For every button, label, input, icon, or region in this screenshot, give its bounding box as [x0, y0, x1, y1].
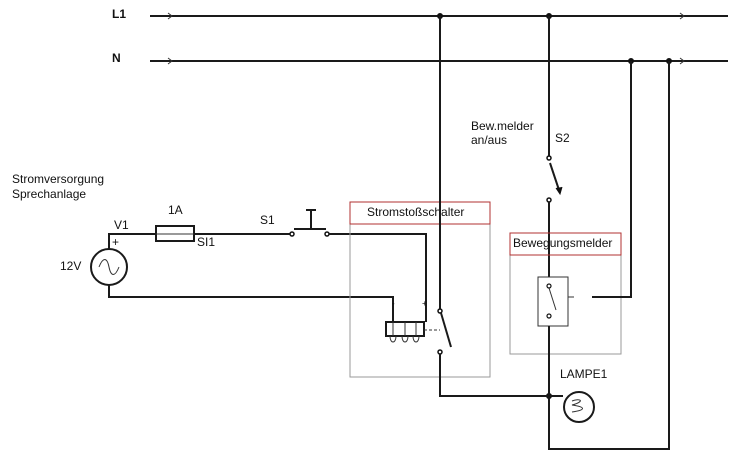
- n-label: N: [112, 51, 121, 65]
- ac-wave-icon: [98, 259, 120, 275]
- source-name: V1: [114, 218, 129, 232]
- wire-source-return: [108, 285, 394, 322]
- fuse-name: SI1: [197, 235, 215, 249]
- motion-switch-label-line1: Bew.melder: [471, 119, 534, 133]
- wire-lamp-to-n: [548, 61, 670, 450]
- junction-dots: [437, 13, 672, 399]
- s2-contact-top: [546, 155, 552, 161]
- wire-sensor-to-n: [592, 61, 632, 298]
- relay-coil-symbol: [385, 300, 427, 343]
- s1-contact-left: [289, 231, 295, 237]
- lamp-symbol: [563, 391, 595, 423]
- s2-arrow-icon: [555, 186, 563, 196]
- source-voltage: 12V: [60, 259, 81, 273]
- lamp-filament-icon: [571, 399, 583, 413]
- wire-relay-to-lamp: [439, 354, 549, 397]
- motion-switch-name: S2: [555, 131, 570, 145]
- impulse-relay-box: [349, 201, 491, 378]
- motion-sensor-header: [509, 232, 622, 256]
- relay-minus-label: -: [392, 299, 395, 308]
- supply-title-line2: Sprechanlage: [12, 187, 86, 201]
- lamp-name: LAMPE1: [560, 367, 608, 381]
- motion-sensor-title: Bewegungsmelder: [513, 236, 612, 250]
- s2-contact-bottom: [546, 197, 552, 203]
- supply-title-line1: Stromversorgung: [12, 172, 104, 186]
- wire-source-to-fuse: [108, 233, 156, 249]
- relay-contact-bottom: [437, 349, 443, 355]
- impulse-relay-title: Stromstoßschalter: [367, 205, 464, 219]
- bus-direction-ticks: [167, 12, 685, 65]
- l1-label: L1: [112, 7, 126, 21]
- relay-contact-top: [437, 308, 443, 314]
- fuse-rating: 1A: [168, 203, 183, 217]
- sensor-relay-symbol: [537, 276, 574, 327]
- impulse-relay-header: [349, 201, 491, 225]
- relay-contact-blade: [440, 312, 452, 348]
- relay-plus-label: +: [422, 299, 427, 308]
- pushbutton-symbol: [294, 209, 326, 230]
- motion-switch-label-line2: an/aus: [471, 133, 507, 147]
- pushbutton-name: S1: [260, 213, 275, 227]
- wire-s1-to-relay: [329, 233, 427, 300]
- s1-contact-right: [324, 231, 330, 237]
- motion-sensor-box: [509, 232, 622, 355]
- source-plus-sign: +: [112, 235, 119, 249]
